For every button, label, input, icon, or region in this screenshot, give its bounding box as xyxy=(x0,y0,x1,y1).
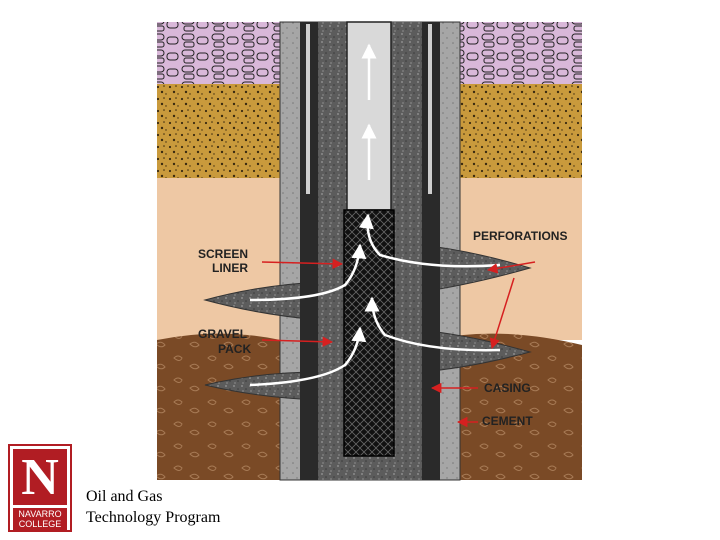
perforation-tunnel-right-upper xyxy=(419,244,532,293)
flow-arrow-right-upper xyxy=(358,213,501,268)
perforation-tunnels xyxy=(203,244,532,401)
flow-arrow-left xyxy=(249,243,367,302)
program-caption: Oil and Gas Technology Program xyxy=(86,486,220,528)
label-casing: CASING xyxy=(484,381,531,395)
casing-wall-left xyxy=(300,22,318,480)
logo-letter: N xyxy=(13,449,67,506)
label-gravel-pack-2: PACK xyxy=(218,342,251,356)
label-screen-liner-1: SCREEN xyxy=(198,247,248,261)
screen-liner xyxy=(343,209,395,457)
casing xyxy=(300,22,440,480)
screen-liner-arrow xyxy=(261,258,344,270)
perforations-arrow-lower xyxy=(489,277,515,350)
gravel-pack-arrow xyxy=(261,336,334,347)
perforation-tunnel-left-lower xyxy=(204,371,321,401)
casing-wall-right xyxy=(422,22,440,480)
caption-line1: Oil and Gas xyxy=(86,488,163,505)
logo-name: NAVARRO COLLEGE xyxy=(13,508,67,530)
flow-arrow-right-lower xyxy=(364,296,501,352)
logo-name-line2: COLLEGE xyxy=(18,519,62,529)
label-cement: CEMENT xyxy=(482,414,533,428)
perforations-arrow-upper xyxy=(486,261,536,274)
label-perforations: PERFORATIONS xyxy=(473,229,567,243)
logo-name-line1: NAVARRO xyxy=(18,509,62,519)
flow-arrow-left-lower xyxy=(249,326,367,387)
navarro-college-logo: N NAVARRO COLLEGE xyxy=(8,444,72,532)
caption-line2: Technology Program xyxy=(86,509,221,526)
casing-highlight-right xyxy=(428,24,432,194)
label-screen-liner-2: LINER xyxy=(212,261,248,275)
flow-arrows xyxy=(249,43,501,387)
label-gravel-pack-1: GRAVEL xyxy=(198,327,247,341)
casing-highlight-left xyxy=(306,24,310,194)
label-arrows xyxy=(261,258,536,428)
